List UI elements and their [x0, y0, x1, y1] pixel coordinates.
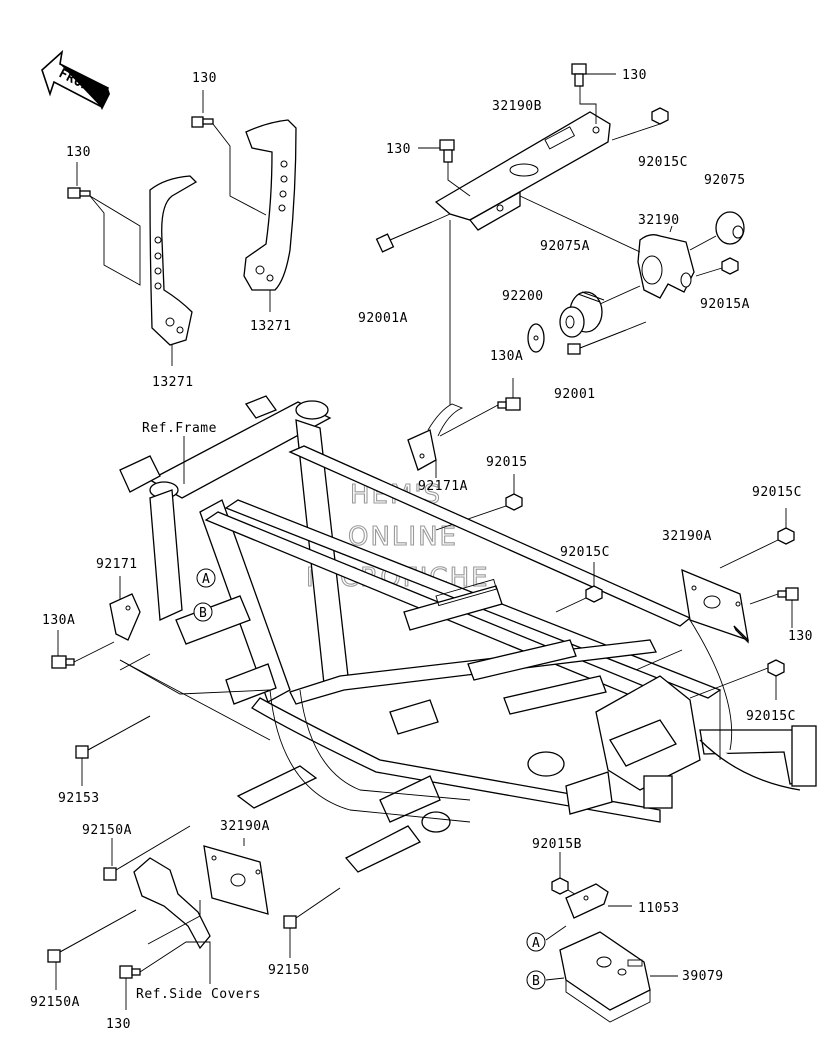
clip-92171A — [407, 403, 464, 471]
label-32190: 32190 — [638, 213, 680, 228]
callout-a-frame: A — [196, 568, 216, 588]
front-arrow-icon: FRONT — [41, 49, 110, 110]
callout-b-lower-label: B — [532, 974, 540, 989]
label-92075A: 92075A — [540, 239, 590, 254]
mount-32190 — [637, 234, 695, 299]
label-ref-side-covers: Ref.Side Covers — [136, 987, 261, 1002]
nut-92015C-right-top — [777, 527, 795, 545]
bolt-92001A — [375, 221, 433, 253]
label-130A: 130A — [42, 613, 75, 628]
bolt-130A-left — [51, 655, 75, 669]
label-130: 130 — [622, 68, 647, 83]
label-130A: 130A — [490, 349, 523, 364]
bolt-130A-upper — [497, 397, 521, 411]
label-92150: 92150 — [268, 963, 310, 978]
label-92015A: 92015A — [700, 297, 750, 312]
bolt-92153 — [75, 715, 151, 759]
callout-a-lower: A — [526, 932, 546, 952]
label-32190B: 32190B — [492, 99, 542, 114]
label-92075: 92075 — [704, 173, 746, 188]
label-39079: 39079 — [682, 969, 724, 984]
label-32190A: 32190A — [662, 529, 712, 544]
label-92171: 92171 — [96, 557, 138, 572]
plate-32190B — [434, 111, 611, 231]
nut-92015 — [505, 493, 523, 511]
label-92015B: 92015B — [532, 837, 582, 852]
part-39079 — [559, 931, 651, 1023]
bracket-lower-left — [133, 857, 211, 950]
bracket-13271-left — [149, 175, 198, 346]
callout-b-lower: B — [526, 970, 546, 990]
plate-32190A-right — [681, 568, 749, 644]
label-130: 130 — [192, 71, 217, 86]
bolt-130-right — [777, 587, 799, 601]
label-92171A: 92171A — [418, 479, 468, 494]
bolt-92150 — [283, 887, 341, 929]
label-92001A: 92001A — [358, 311, 408, 326]
label-32190A: 32190A — [220, 819, 270, 834]
label-130: 130 — [66, 145, 91, 160]
label-130: 130 — [386, 142, 411, 157]
label-92015C: 92015C — [752, 485, 802, 500]
callout-a-label: A — [202, 572, 210, 587]
part-labels: 130 130 130 130 130 130 32190B 92015C 92… — [30, 68, 813, 1032]
nut-92015B — [551, 877, 569, 895]
nut-92015C-right-bottom — [767, 659, 785, 677]
nut-92015C-top — [651, 107, 669, 125]
part-11053 — [565, 883, 609, 919]
bolt-92001 — [567, 329, 627, 355]
rubber-mount-92075A — [559, 291, 605, 338]
callout-a-lower-label: A — [532, 936, 540, 951]
label-13271: 13271 — [250, 319, 292, 334]
label-92015C: 92015C — [560, 545, 610, 560]
nut-92015A — [721, 257, 739, 275]
bolt-92150A-lower — [47, 909, 137, 963]
bolt-130-top-left — [191, 116, 214, 128]
nut-92015C-mid — [585, 585, 603, 603]
washer-92200 — [527, 323, 545, 353]
label-92150A: 92150A — [82, 823, 132, 838]
bracket-13271-right — [243, 119, 297, 291]
bolt-130-plate — [439, 139, 455, 163]
label-130: 130 — [106, 1017, 131, 1032]
bolt-92150A-upper — [103, 825, 191, 881]
plate-32190A-left — [203, 845, 269, 915]
label-92200: 92200 — [502, 289, 544, 304]
label-13271: 13271 — [152, 375, 194, 390]
label-92150A: 92150A — [30, 995, 80, 1010]
label-92015: 92015 — [486, 455, 528, 470]
main-frame — [119, 395, 817, 873]
bolt-130-top — [571, 63, 587, 87]
bolt-130-bottom — [119, 965, 141, 979]
watermark-line-2: ONLINE — [348, 522, 458, 552]
bolt-130-left — [67, 187, 91, 199]
label-ref-frame: Ref.Frame — [142, 421, 217, 436]
label-92153: 92153 — [58, 791, 100, 806]
clip-92171 — [109, 593, 141, 641]
label-92001: 92001 — [554, 387, 596, 402]
washer-92075 — [715, 211, 745, 245]
callout-b-label: B — [199, 606, 207, 621]
label-92015C: 92015C — [638, 155, 688, 170]
label-92015C: 92015C — [746, 709, 796, 724]
label-130: 130 — [788, 629, 813, 644]
label-11053: 11053 — [638, 901, 680, 916]
callout-b-frame: B — [193, 602, 213, 622]
